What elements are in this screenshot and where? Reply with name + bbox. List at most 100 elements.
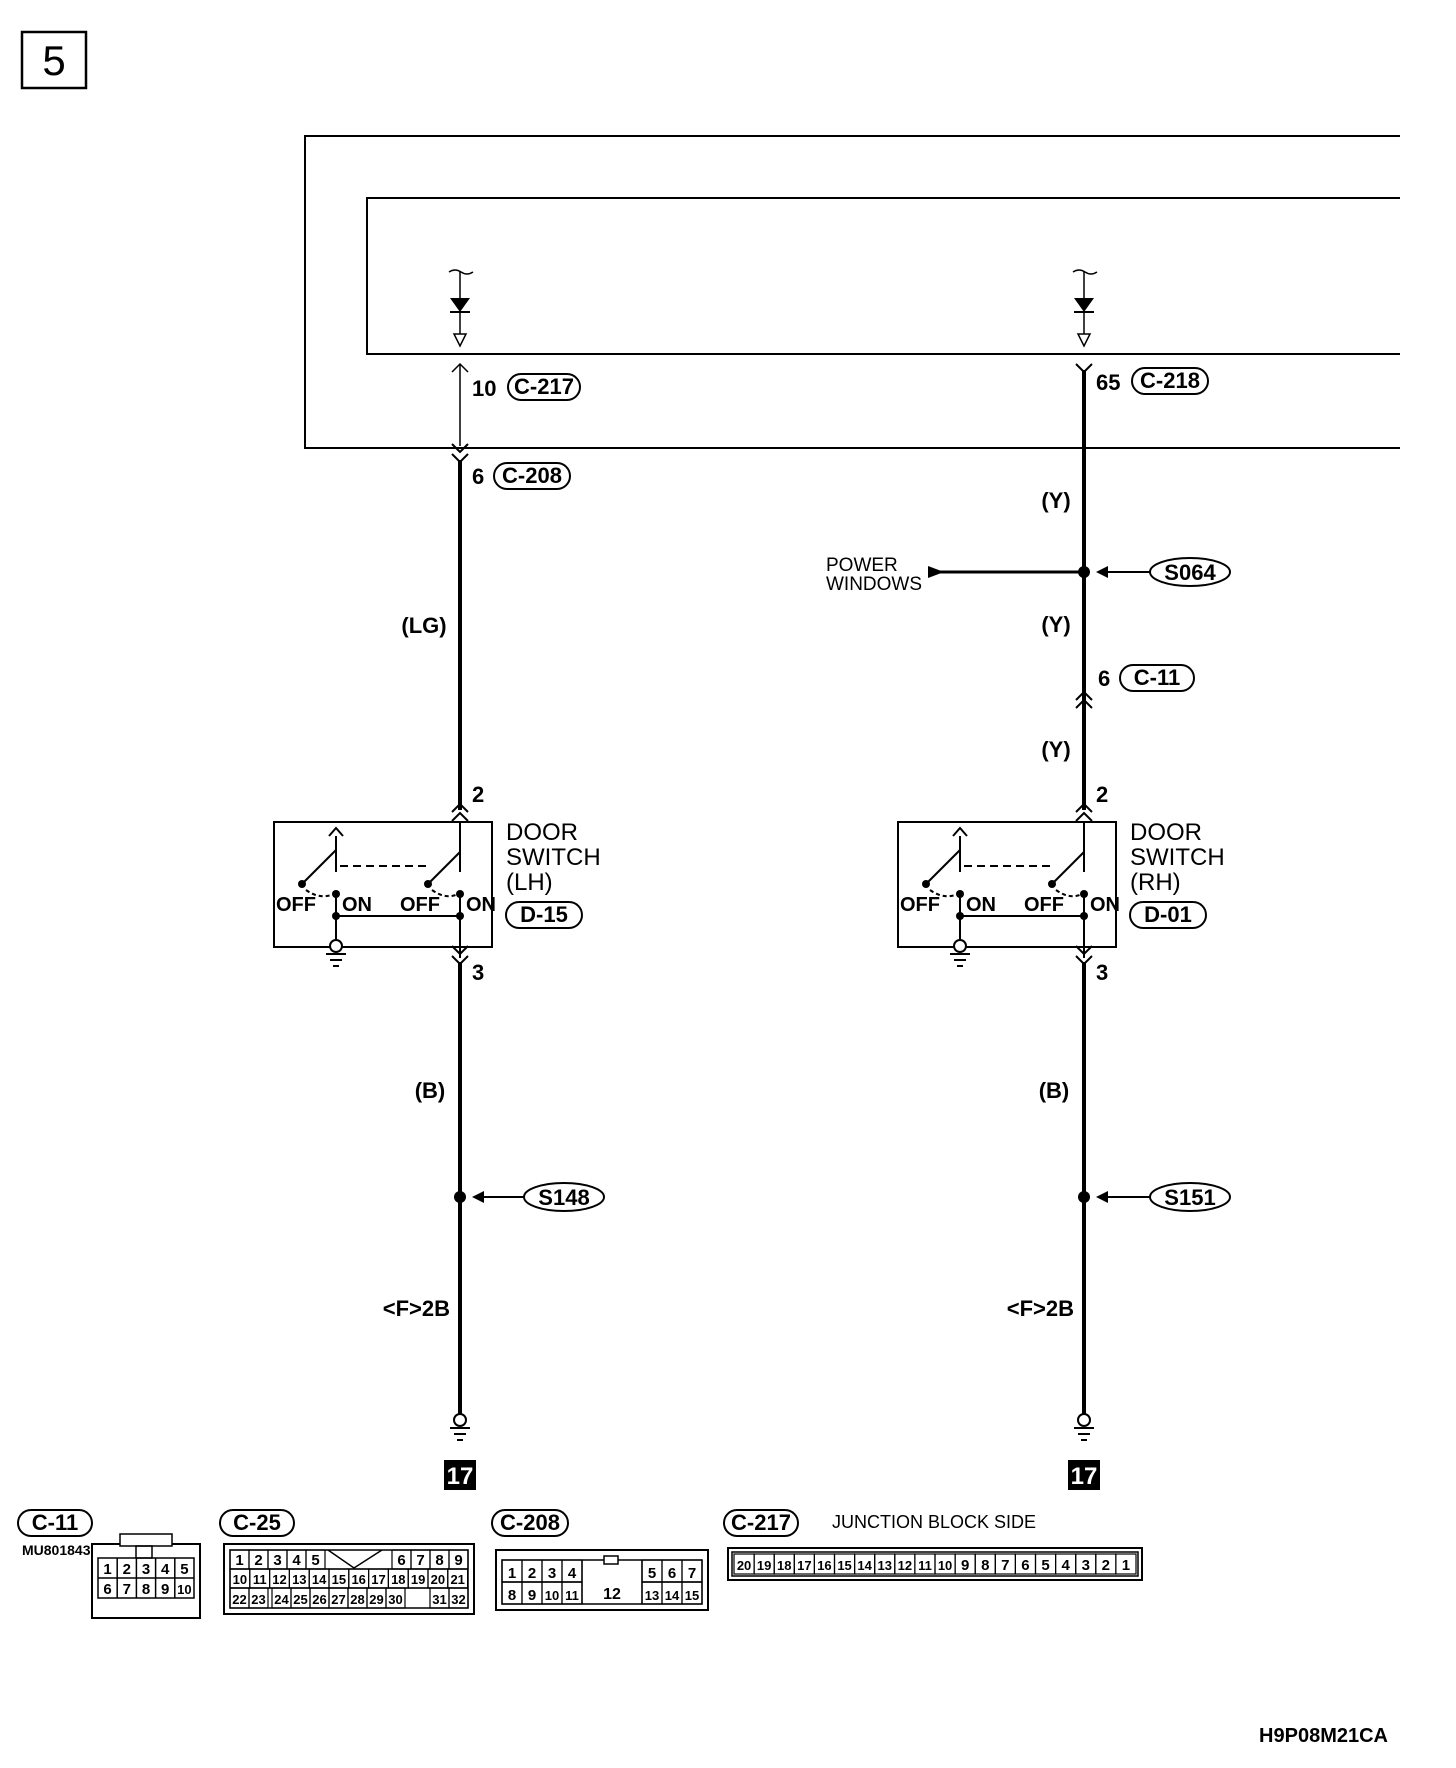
page-number-box [20, 30, 88, 90]
c25-pin-9: 9 [454, 1552, 462, 1569]
left-switch-connector: D-15 [520, 902, 568, 927]
c217-pin-15: 15 [837, 1558, 851, 1573]
right-inline-connector-badge [1119, 664, 1195, 692]
c217-pin-8: 8 [981, 1557, 989, 1574]
door-switch-rh [897, 821, 1117, 948]
connector-view-c11: C-11 MU801843 [17, 1509, 201, 1619]
right-splice-dot [1078, 1191, 1090, 1203]
branch-label-2: WINDOWS [826, 574, 922, 595]
figure-id: H9P08M21CA [1259, 1725, 1388, 1747]
left-harness-pin: 6 [472, 464, 484, 489]
c25-pin-16: 16 [351, 1572, 365, 1587]
c25-pin-32: 32 [451, 1592, 465, 1607]
c25-pin-cell [385, 1587, 406, 1609]
right-jb-pin: 65 [1096, 370, 1120, 395]
left-switch-name-3: (LH) [506, 869, 553, 896]
right-wire-color-bottom: (B) [1039, 1078, 1070, 1103]
c208-pin-5: 5 [648, 1565, 656, 1582]
c208-pin-cell [681, 1581, 703, 1605]
c11-pin-10: 10 [177, 1582, 191, 1597]
left-splice: S148 [538, 1185, 589, 1210]
c25-pin-5: 5 [311, 1552, 319, 1569]
branch-label-1: POWER [826, 555, 898, 576]
c11-pin-3: 3 [142, 1561, 150, 1578]
left-harness-connector: C-208 [502, 463, 562, 488]
c208-pin-7: 7 [688, 1565, 696, 1582]
c217-pin-17: 17 [797, 1558, 811, 1573]
right-jb-connector-badge [1131, 367, 1209, 395]
left-harness-connector-badge [493, 462, 571, 490]
right-offpage-box [1068, 1460, 1100, 1490]
right-switch-pin-out: 3 [1096, 960, 1108, 985]
c25-pin-23: 23 [251, 1592, 265, 1607]
left-wire-color-bottom: (B) [415, 1078, 446, 1103]
right-wire-color-2: (Y) [1041, 612, 1070, 637]
c11-pin-2: 2 [123, 1561, 131, 1578]
c208-pin-9: 9 [528, 1587, 536, 1604]
right-switch-name-3: (RH) [1130, 869, 1181, 896]
door-switch-lh [273, 821, 493, 948]
right-offpage-ref: 17 [1071, 1463, 1098, 1490]
left-circuit: 10 C-217 6 C-208 (LG) 2 [273, 269, 605, 1490]
c11-pin-7: 7 [123, 1581, 131, 1598]
right-splice-top-badge [1149, 557, 1231, 587]
right-off-2: OFF [1024, 894, 1064, 916]
c217-pin-4: 4 [1061, 1557, 1070, 1574]
c25-pin-1: 1 [235, 1552, 243, 1569]
page-number: 5 [42, 37, 65, 84]
c217-pin-cell [1115, 1553, 1137, 1575]
left-diode-icon [448, 269, 474, 348]
c217-pin-11: 11 [918, 1558, 932, 1573]
c25-pin-11: 11 [253, 1572, 267, 1587]
c25-pin-7: 7 [416, 1552, 424, 1569]
left-switch-connector-badge [505, 901, 583, 929]
left-splice-dot [454, 1191, 466, 1203]
c217-label: C-217 [731, 1510, 791, 1535]
right-on-2: ON [1090, 894, 1120, 916]
c217-pin-20: 20 [737, 1558, 751, 1573]
c217-pin-7: 7 [1001, 1557, 1009, 1574]
left-jb-connector: C-217 [514, 374, 574, 399]
left-splice-badge [523, 1182, 605, 1212]
c25-pin-3: 3 [273, 1552, 281, 1569]
c208-center: 12 [603, 1586, 621, 1603]
left-switch-name-1: DOOR [506, 819, 578, 846]
c25-pin-17: 17 [371, 1572, 385, 1587]
right-splice-top-dot [1078, 566, 1090, 578]
c25-label: C-25 [233, 1510, 281, 1535]
left-offpage-box [444, 1460, 476, 1490]
left-ground-ref: <F>2B [383, 1296, 450, 1321]
c25-pin-31: 31 [432, 1592, 446, 1607]
c11-pin-4: 4 [161, 1561, 170, 1578]
left-wire-color-top: (LG) [401, 613, 446, 638]
c217-pin-9: 9 [961, 1557, 969, 1574]
junction-block-inner-outline [366, 197, 1400, 355]
c208-pin-3: 3 [548, 1565, 556, 1582]
c208-pin-15: 15 [685, 1588, 699, 1603]
c217-pin-3: 3 [1082, 1557, 1090, 1574]
left-jb-pin: 10 [472, 376, 496, 401]
c25-pin-26: 26 [312, 1592, 326, 1607]
left-on-2: ON [466, 894, 496, 916]
right-inline-pin: 6 [1098, 666, 1110, 691]
c208-pin-10: 10 [545, 1588, 559, 1603]
left-on-1: ON [342, 894, 372, 916]
c25-pin-cell [248, 1587, 269, 1609]
c11-pin-1: 1 [103, 1561, 111, 1578]
left-switch-pin-in: 2 [472, 782, 484, 807]
c25-pin-30: 30 [388, 1592, 402, 1607]
c208-pin-cell [561, 1581, 583, 1605]
right-switch-name-1: DOOR [1130, 819, 1202, 846]
left-jb-connector-badge [507, 373, 581, 401]
right-diode-icon [1072, 269, 1098, 348]
c208-pin-2: 2 [528, 1565, 536, 1582]
right-splice: S151 [1164, 1185, 1215, 1210]
left-off-2: OFF [400, 894, 440, 916]
c25-pin-29: 29 [369, 1592, 383, 1607]
right-ground-icon [1073, 1413, 1095, 1441]
c11-pin-8: 8 [142, 1581, 150, 1598]
c11-pin-5: 5 [180, 1561, 188, 1578]
c11-part-no: MU801843 [22, 1542, 91, 1558]
